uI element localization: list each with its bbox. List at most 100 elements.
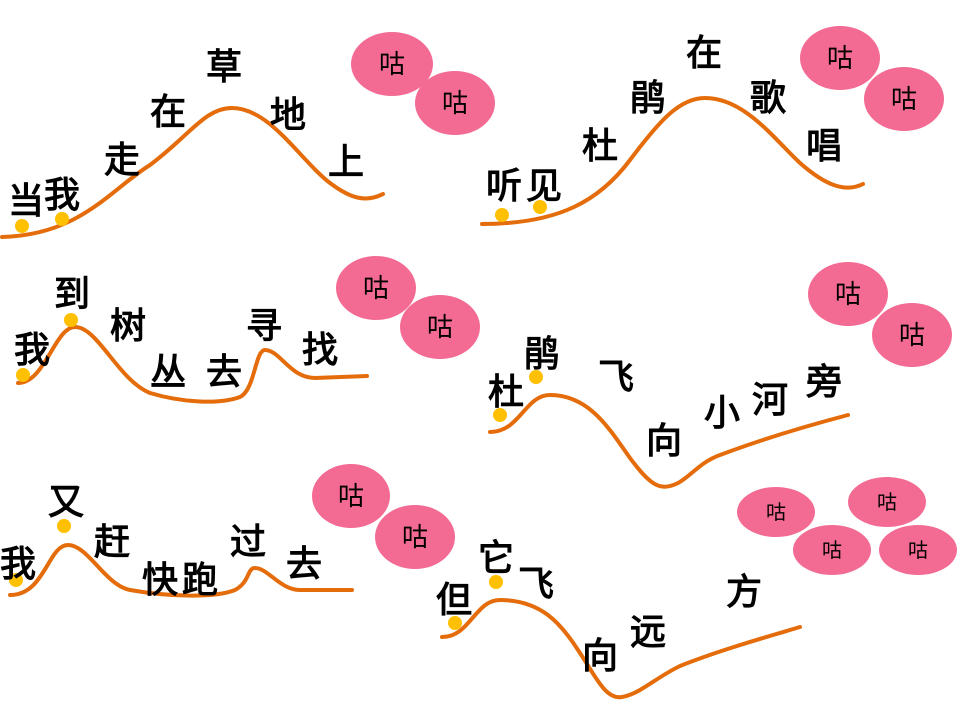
gu-bubble <box>336 256 416 320</box>
phrase-line-4: 杜 鹃 飞 向 小 河 旁 咕 咕 <box>488 262 952 489</box>
gu-bubble <box>793 525 871 575</box>
gu-label: 咕 <box>427 313 453 343</box>
beat-dot <box>529 370 543 384</box>
lyric-char: 向 <box>582 636 618 677</box>
lyric-char: 鹃 <box>630 78 666 119</box>
lyric-char: 到 <box>54 274 90 315</box>
bubble-group-3: 咕 咕 <box>336 256 480 359</box>
gu-label: 咕 <box>442 89 468 119</box>
bubble-group-6: 咕 咕 咕 咕 <box>737 477 957 575</box>
lyric-char: 过 <box>230 522 266 563</box>
melody-curve-1 <box>0 106 385 239</box>
phrase-line-6: 但 它 飞 向 远 方 咕 咕 咕 咕 <box>436 477 957 700</box>
lyric-char: 去 <box>206 352 242 393</box>
lyric-char: 歌 <box>750 78 787 119</box>
gu-label: 咕 <box>891 85 917 115</box>
bubble-group-2: 咕 咕 <box>800 26 944 131</box>
gu-bubble <box>737 487 815 537</box>
lyric-char: 唱 <box>806 126 842 167</box>
lyric-char: 找 <box>302 330 338 371</box>
lyric-char: 飞 <box>598 357 634 398</box>
lyric-char: 杜 <box>582 126 618 167</box>
gu-label: 咕 <box>822 538 842 562</box>
beat-dot <box>533 200 547 214</box>
lyric-char: 我 <box>44 175 80 216</box>
beat-dot <box>15 219 29 233</box>
gu-bubble <box>400 295 480 359</box>
lyric-char: 上 <box>328 142 364 183</box>
beat-dot <box>489 575 503 589</box>
phrase-line-1: 当 我 走 在 草 地 上 咕 咕 <box>0 32 495 239</box>
phrase-line-3: 我 到 树 丛 去 寻 找 咕 咕 <box>14 256 480 404</box>
lyric-char: 飞 <box>518 564 554 605</box>
lyric-char: 在 <box>150 92 186 133</box>
bubble-group-4: 咕 咕 <box>808 262 952 367</box>
beat-dot <box>495 208 509 222</box>
lyric-char: 我 <box>14 330 50 371</box>
phrase-line-2: 听 见 杜 鹃 在 歌 唱 咕 咕 <box>480 26 944 226</box>
lyric-char: 走 <box>104 140 140 181</box>
lyric-char: 旁 <box>805 362 842 403</box>
lyric-char: 但 <box>436 580 472 621</box>
phrase-line-5: 我 又 赶 快 跑 过 去 咕 咕 <box>0 464 455 601</box>
gu-label: 咕 <box>379 50 405 80</box>
lyric-char: 丛 <box>150 352 186 393</box>
gu-label: 咕 <box>363 274 389 304</box>
beat-dot <box>9 573 23 587</box>
gu-bubble <box>312 464 390 528</box>
lyric-char: 地 <box>270 95 306 136</box>
melody-curve-2 <box>480 96 865 226</box>
lyric-char: 树 <box>110 306 146 347</box>
gu-label: 咕 <box>338 482 364 512</box>
lyric-char: 向 <box>646 421 682 462</box>
bubble-group-1: 咕 咕 <box>351 32 495 135</box>
lyric-char: 草 <box>206 47 242 88</box>
lyric-char: 见 <box>526 166 562 207</box>
gu-bubble <box>872 303 952 367</box>
melody-curve-4 <box>488 393 850 489</box>
lyric-char: 鹃 <box>524 334 560 375</box>
gu-label: 咕 <box>899 321 925 351</box>
lyric-char: 寻 <box>246 306 282 347</box>
lyric-char: 在 <box>686 33 722 74</box>
beat-dot <box>64 313 78 327</box>
beat-dot <box>55 212 69 226</box>
beat-dot <box>16 368 30 382</box>
gu-label: 咕 <box>877 490 897 514</box>
gu-label: 咕 <box>766 500 786 524</box>
beat-dot <box>448 616 462 630</box>
gu-bubble <box>351 32 433 96</box>
melody-curve-5 <box>8 543 354 598</box>
lyric-char: 远 <box>630 612 666 653</box>
lyric-char: 去 <box>286 544 322 585</box>
gu-bubble <box>415 71 495 135</box>
lyric-char: 河 <box>752 380 788 421</box>
gu-bubble <box>879 525 957 575</box>
lyric-char: 它 <box>478 538 514 579</box>
lyric-char: 跑 <box>182 560 218 601</box>
gu-label: 咕 <box>827 44 853 74</box>
bubble-group-5: 咕 咕 <box>312 464 455 569</box>
gu-bubble <box>848 477 926 527</box>
lyric-char: 方 <box>726 572 762 613</box>
lyric-char: 听 <box>486 166 522 207</box>
lyric-char: 赶 <box>94 522 131 563</box>
gu-bubble <box>808 262 888 326</box>
melody-curve-3 <box>16 325 369 404</box>
melody-curve-6 <box>440 598 802 700</box>
lyric-char: 小 <box>704 393 740 434</box>
lyric-char: 我 <box>0 544 36 585</box>
beat-dot <box>57 519 71 533</box>
gu-bubble <box>800 26 880 90</box>
beat-dot <box>493 408 507 422</box>
lyric-char: 又 <box>48 482 84 523</box>
gu-bubble <box>375 505 455 569</box>
gu-label: 咕 <box>402 523 428 553</box>
lyric-char: 快 <box>142 560 179 601</box>
lyric-char: 杜 <box>488 372 524 413</box>
lyric-char: 当 <box>8 181 44 222</box>
gu-label: 咕 <box>908 538 928 562</box>
gu-label: 咕 <box>835 280 861 310</box>
gu-bubble <box>864 67 944 131</box>
